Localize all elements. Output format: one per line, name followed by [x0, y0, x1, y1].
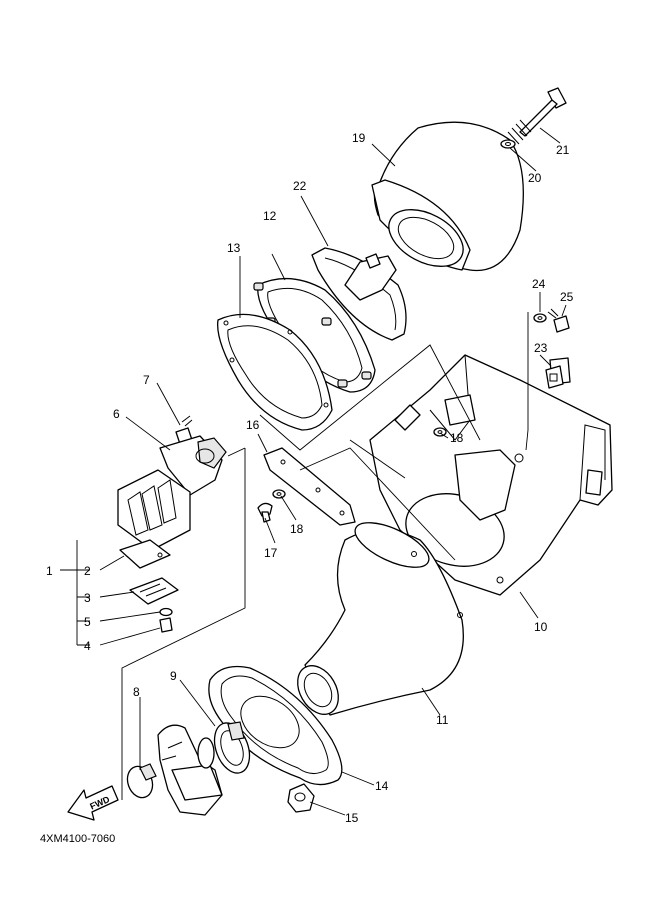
label-18-upper: 18	[450, 431, 464, 445]
reed-block	[117, 469, 191, 551]
label-3: 3	[84, 591, 91, 605]
washer-5	[159, 607, 173, 617]
washer-18-a	[272, 489, 286, 499]
fwd-arrow-icon: FWD	[67, 785, 119, 821]
washer-24	[533, 313, 547, 323]
label-7: 7	[143, 373, 150, 387]
air-filter-element	[371, 121, 524, 272]
filter-guide-22	[311, 247, 407, 341]
label-2: 2	[84, 564, 91, 578]
diagram-code: 4XM4100-7060	[40, 833, 115, 845]
reed-valve-6	[159, 435, 227, 496]
plate-16	[263, 447, 356, 526]
label-18-lower: 18	[290, 522, 304, 536]
screw-4	[159, 617, 173, 633]
label-9: 9	[170, 669, 177, 683]
air-box-10	[369, 354, 613, 596]
label-4: 4	[84, 639, 91, 653]
adapter-plate-14	[208, 665, 343, 786]
nut-clip-23	[545, 365, 564, 389]
label-24: 24	[532, 277, 546, 291]
label-25: 25	[560, 290, 574, 304]
bolt-17	[257, 502, 273, 523]
reed-petal-2	[119, 539, 171, 569]
gasket-13	[217, 313, 333, 431]
label-1: 1	[46, 564, 53, 578]
label-13: 13	[227, 241, 241, 255]
hose-clamp-8	[126, 763, 157, 799]
air-duct-11	[297, 522, 464, 716]
label-21: 21	[556, 143, 570, 157]
label-14: 14	[375, 779, 389, 793]
label-10: 10	[534, 620, 548, 634]
label-23: 23	[534, 341, 548, 355]
label-6: 6	[113, 407, 120, 421]
label-8: 8	[133, 685, 140, 699]
bracket-lines	[60, 447, 246, 800]
label-22: 22	[293, 179, 307, 193]
label-12: 12	[263, 209, 277, 223]
bolt-21	[507, 87, 567, 145]
label-5: 5	[84, 615, 91, 629]
part-labels: 1 2 3 5 4 6 7 8 9 10 11 12 13 14 15 16 1…	[46, 131, 574, 825]
label-15: 15	[345, 811, 359, 825]
label-11: 11	[436, 713, 449, 727]
label-20: 20	[528, 171, 542, 185]
bolt-25	[547, 308, 570, 333]
label-17: 17	[264, 546, 278, 560]
reed-stopper-3	[129, 577, 179, 605]
carburetor	[157, 724, 223, 816]
leader-lines	[99, 127, 567, 816]
washer-18-b	[433, 427, 447, 437]
washer-20	[500, 139, 516, 149]
label-16: 16	[246, 418, 260, 432]
nut-15	[287, 783, 315, 813]
frame-lines	[259, 344, 481, 561]
label-19: 19	[352, 131, 366, 145]
joint-9	[213, 721, 251, 774]
